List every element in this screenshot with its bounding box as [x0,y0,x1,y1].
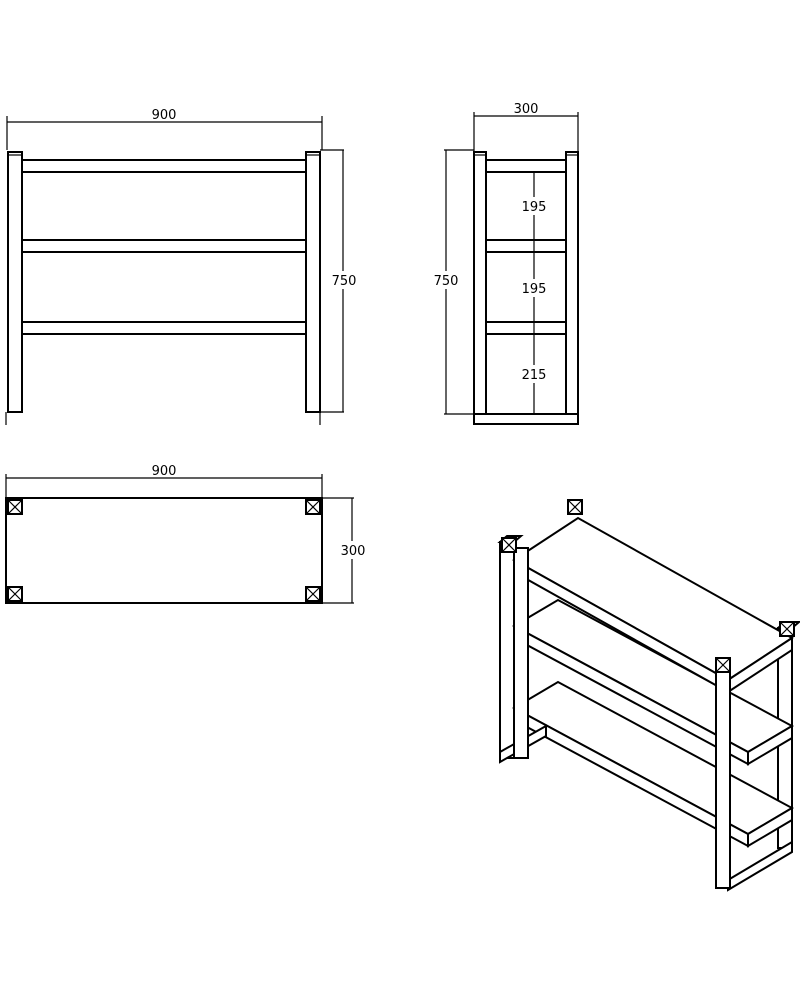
front-shelf-middle [21,239,307,253]
iso-post-cap-back-left [567,499,583,515]
front-width-label: 900 [152,108,177,123]
iso-post-cap-front-left [501,537,517,553]
iso-post-cap-front-right [715,657,731,673]
front-shelf-bottom [21,321,307,335]
top-post-top-left [7,499,23,515]
iso-base-rail-right [727,840,793,892]
side-height-dimension: 750 [432,149,474,415]
side-shelf-top [485,159,567,173]
side-shelf-middle [485,239,567,253]
side-spacing-label-1: 195 [522,200,547,215]
front-view: 900 750 [5,108,358,425]
isometric-view [497,499,800,892]
side-spacing-label-2: 195 [522,282,547,297]
side-height-label: 750 [434,274,459,289]
side-view: 300 750 195 195 215 [432,102,579,425]
front-shelf-top [21,159,307,173]
top-depth-label: 300 [341,544,366,559]
front-height-label: 750 [332,274,357,289]
iso-post-cap-back-right [779,621,795,637]
top-view: 900 300 [5,464,368,604]
front-right-post [305,151,321,413]
top-post-bottom-left [7,586,23,602]
side-base-rail [473,413,579,425]
side-shelf-bottom [485,321,567,335]
top-width-label: 900 [152,464,177,479]
iso-front-right-post [715,665,731,889]
side-back-post [565,151,579,415]
front-left-post [7,151,23,413]
top-width-dimension: 900 [5,464,323,498]
side-front-post [473,151,487,415]
front-width-dimension: 900 [6,108,323,150]
side-spacing-label-3: 215 [522,368,547,383]
side-depth-dimension: 300 [473,102,579,152]
top-post-bottom-right [305,586,321,602]
iso-back-left-post [499,541,515,759]
top-depth-dimension: 300 [322,497,368,604]
side-depth-label: 300 [514,102,539,117]
top-post-top-right [305,499,321,515]
iso-front-left-post [513,547,529,759]
top-outline [5,497,323,604]
front-height-dimension: 750 [320,149,358,413]
